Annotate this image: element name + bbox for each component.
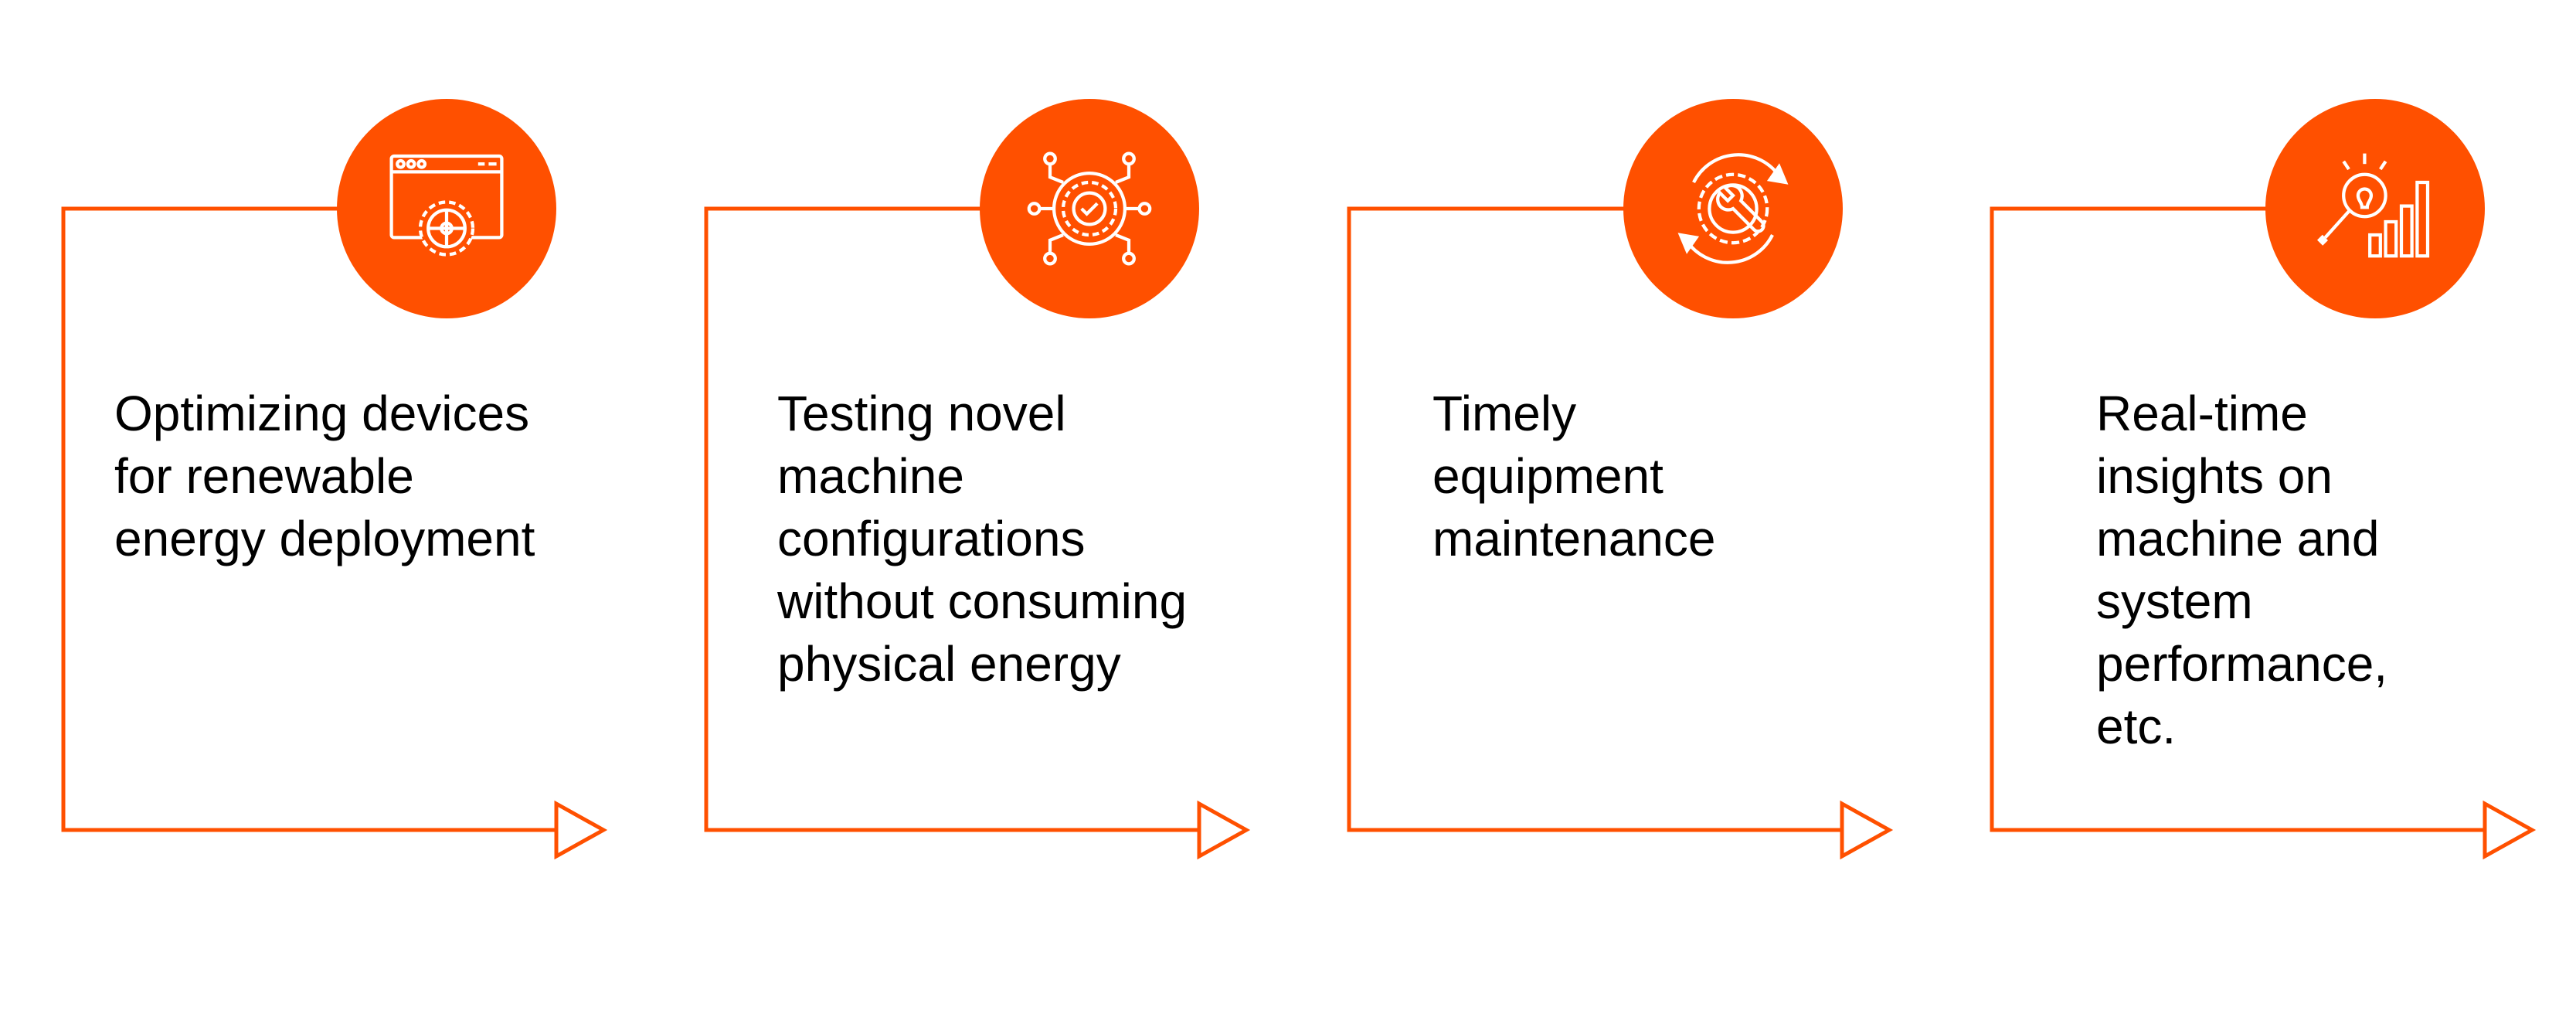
step-4-icon-circle — [2265, 99, 2485, 318]
step-1-icon-circle — [337, 99, 556, 318]
gear-check-network-icon — [1027, 151, 1152, 266]
browser-gear-icon — [389, 154, 504, 257]
lightbulb-magnifier-chart-icon — [2316, 153, 2430, 258]
step-2-frame — [704, 206, 1251, 860]
step-1-frame — [61, 206, 608, 860]
step-3-icon-circle — [1623, 99, 1843, 318]
step-2-icon-circle — [980, 99, 1199, 318]
step-3-frame — [1347, 206, 1894, 860]
wrench-gear-cycle-icon — [1677, 153, 1789, 264]
step-4-frame — [1990, 206, 2537, 860]
